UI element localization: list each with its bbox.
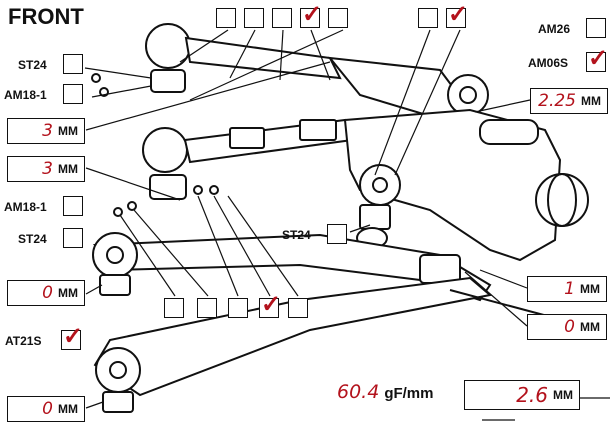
upper-bushing [150,69,186,93]
top-row-a-checkbox-5[interactable] [328,8,348,28]
checkbox-st24-top[interactable] [63,54,83,74]
checkmark-icon: ✓ [588,45,609,72]
checkmark-icon: ✓ [261,291,282,318]
checkbox-am26[interactable] [586,18,606,38]
top-row-a-checkbox-1[interactable] [216,8,236,28]
checkbox-at21s[interactable]: ✓ [61,325,83,350]
checkbox-st24-mid[interactable] [63,228,83,248]
top-row-a-checkbox-3[interactable] [272,8,292,28]
checkbox-st24-center[interactable] [327,224,347,244]
trailing-arm [93,276,493,397]
checkmark-icon: ✓ [302,1,323,28]
label-at21s: AT21S [5,334,42,348]
top-row-a-checkbox-2[interactable] [244,8,264,28]
label-am06s: AM06S [528,56,569,70]
bottom-row-checkbox-5[interactable] [288,298,308,318]
label-st24-mid: ST24 [18,232,47,246]
hub [535,173,589,227]
checkmark-icon: ✓ [448,1,469,28]
bottom-row-checkbox-2[interactable] [197,298,217,318]
bottom-row-checkbox-3[interactable] [228,298,248,318]
bottom-row-checkbox-4[interactable]: ✓ [259,293,281,318]
page-title: FRONT [8,4,84,29]
label-am18-top: AM18-1 [4,88,47,102]
checkbox-am18-bottom[interactable] [63,196,83,216]
lower-control-arm [92,233,492,302]
top-row-a-checkbox-4[interactable]: ✓ [300,3,322,28]
top-row-b-checkbox-1[interactable] [418,8,438,28]
top-row-b-checkbox-2[interactable]: ✓ [446,3,468,28]
middle-ball-joint [142,127,188,173]
label-st24-top: ST24 [18,58,47,72]
label-am18-bottom: AM18-1 [4,200,47,214]
checkbox-am18-top[interactable] [63,84,83,104]
upper-ball-joint [145,23,191,69]
label-am26: AM26 [538,22,571,36]
bottom-row-checkbox-1[interactable] [164,298,184,318]
checkbox-am06s[interactable]: ✓ [586,47,608,72]
label-st24-center: ST24 [282,228,311,242]
checkmark-icon: ✓ [63,323,84,350]
